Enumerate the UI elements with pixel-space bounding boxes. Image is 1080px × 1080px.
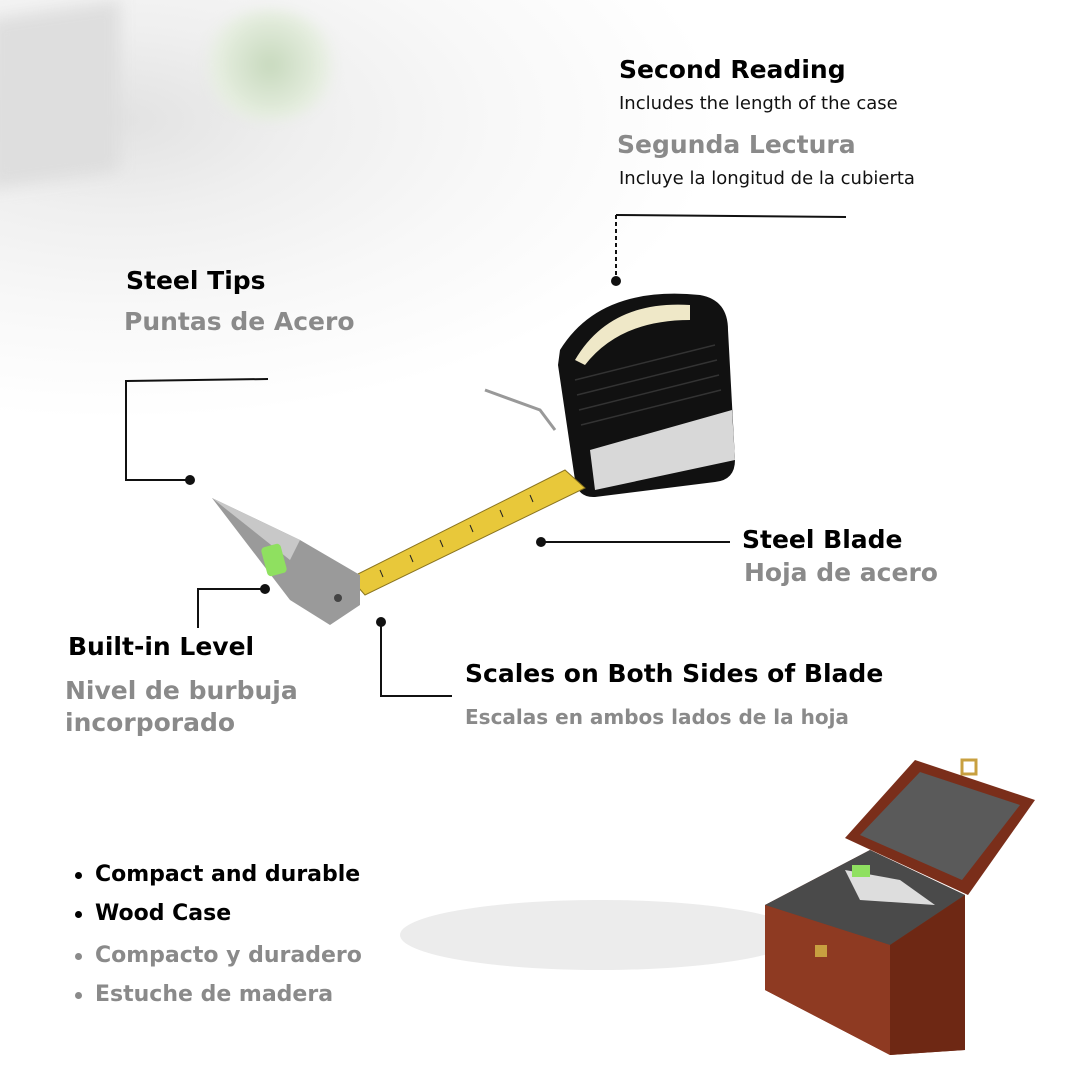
second-reading-subtitle-es: Incluye la longitud de la cubierta — [619, 168, 915, 189]
second-reading-title: Second Reading — [619, 55, 846, 84]
blurred-plant — [200, 10, 340, 120]
steel-blade-title-es: Hoja de acero — [744, 558, 938, 587]
dot-second-reading — [611, 276, 621, 286]
leader-scales — [380, 622, 452, 697]
feature-item: Estuche de madera — [75, 982, 333, 1007]
leader-level — [197, 588, 265, 628]
steel-tips-title-es: Puntas de Acero — [124, 307, 355, 336]
built-in-level-title-es-2: incorporado — [65, 708, 236, 737]
built-in-level-title-es-1: Nivel de burbuja — [65, 676, 298, 705]
feature-item: Compacto y duradero — [75, 943, 362, 968]
shadow — [400, 900, 800, 970]
leader-steel-tips — [125, 378, 269, 481]
tape-measure-image — [212, 293, 735, 625]
leader-second-reading — [615, 214, 847, 278]
wood-case-image — [765, 758, 1035, 1055]
second-reading-title-es: Segunda Lectura — [617, 130, 856, 159]
built-in-level-title: Built-in Level — [68, 632, 255, 661]
scales-title: Scales on Both Sides of Blade — [465, 659, 884, 688]
feature-item: Compact and durable — [75, 862, 360, 887]
steel-blade-title: Steel Blade — [742, 525, 903, 554]
feature-item: Wood Case — [75, 901, 231, 926]
scales-title-es: Escalas en ambos lados de la hoja — [465, 705, 849, 729]
steel-tips-title: Steel Tips — [126, 266, 266, 295]
second-reading-subtitle: Includes the length of the case — [619, 93, 898, 114]
